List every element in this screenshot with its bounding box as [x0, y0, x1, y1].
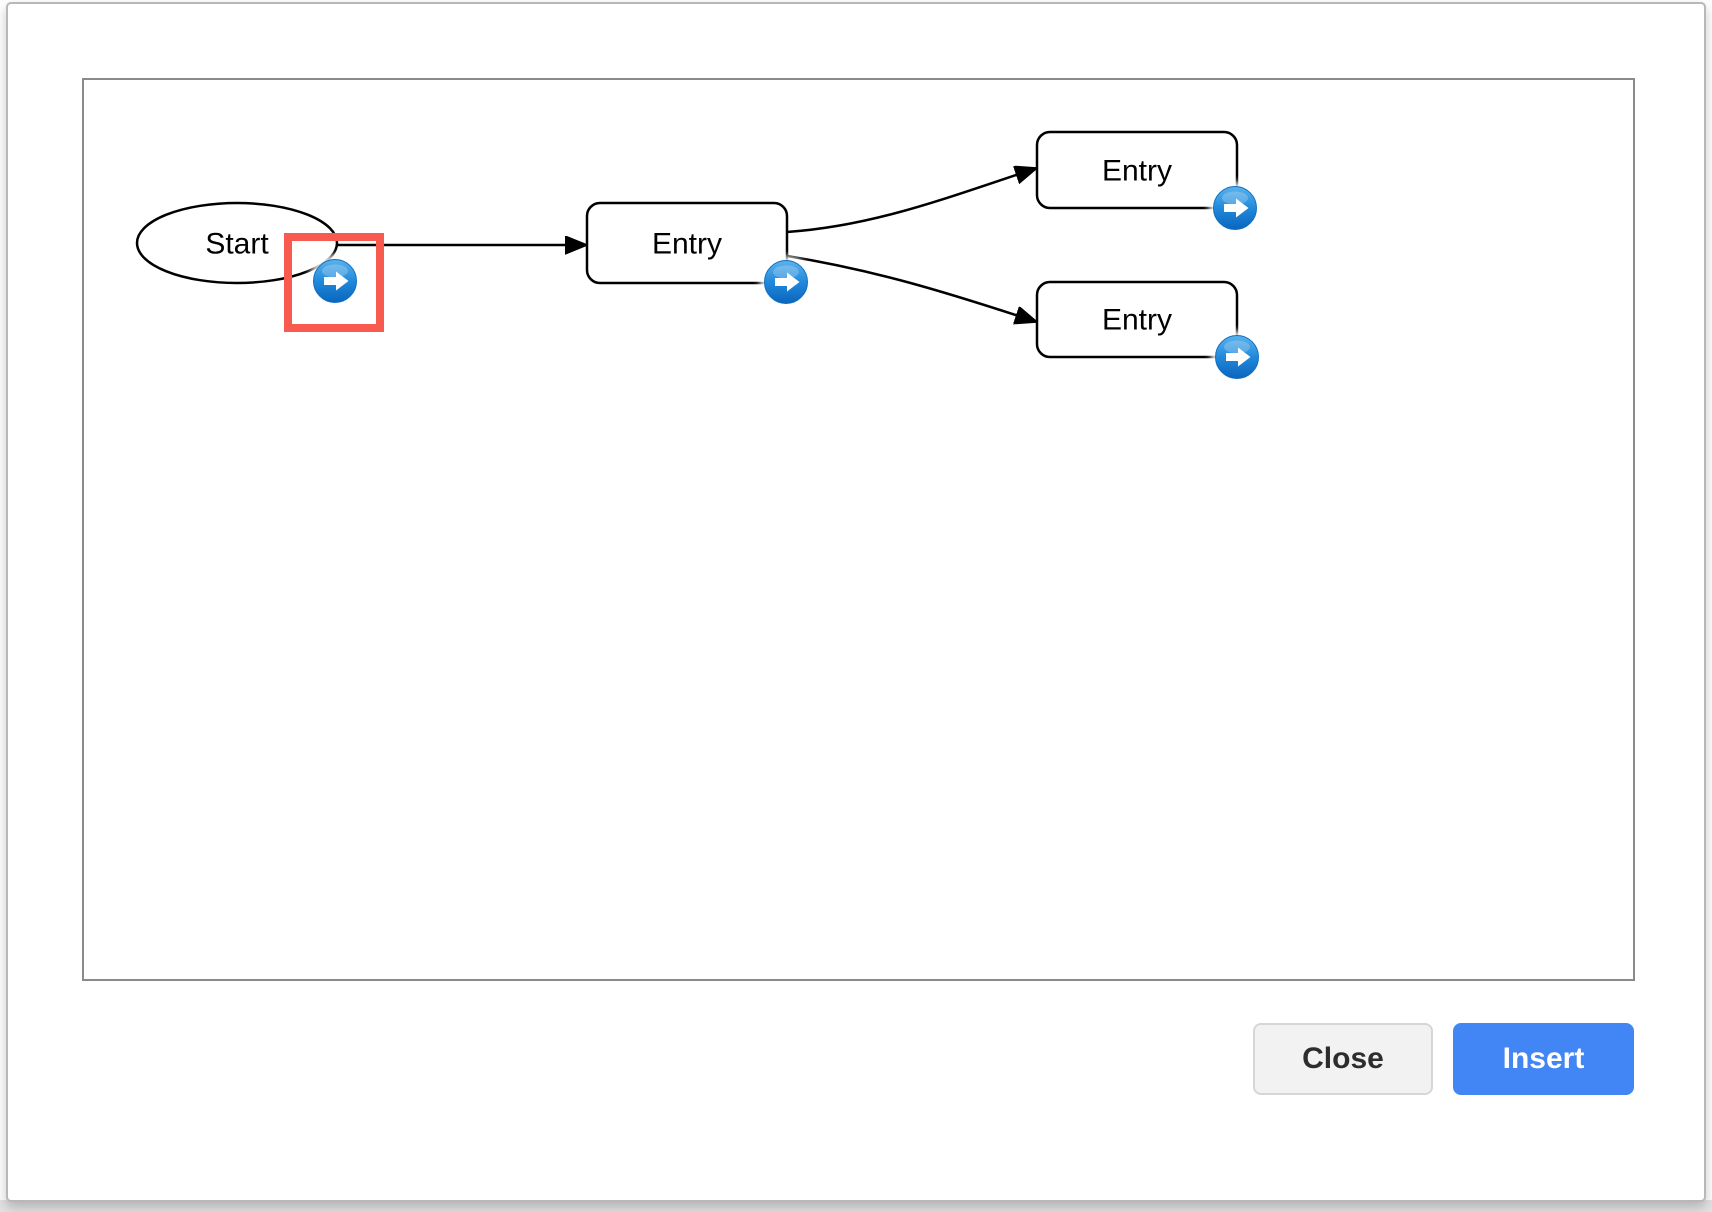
insert-button[interactable]: Insert: [1453, 1023, 1634, 1095]
diagram-svg: Start Entry Entry Entry: [135, 130, 1263, 383]
connector-entry1-to-entry3: [786, 254, 1037, 322]
dialog-window: Start Entry Entry Entry: [6, 2, 1706, 1202]
node-entry1-label: Entry: [652, 228, 722, 261]
diagram-preview-canvas: Start Entry Entry Entry: [82, 78, 1635, 981]
node-start: Start: [135, 201, 339, 285]
page-background-strip: [0, 1200, 1712, 1212]
close-button[interactable]: Close: [1253, 1023, 1433, 1095]
node-entry-2: Entry: [1035, 130, 1239, 210]
direction-arrow-button-entry2[interactable]: [1209, 182, 1261, 234]
entry1-rect: [585, 201, 789, 285]
entry3-rect: [1035, 280, 1239, 359]
direction-arrow-button-entry3[interactable]: [1211, 331, 1263, 383]
direction-arrow-button-entry1[interactable]: [760, 256, 812, 308]
connector-entry1-to-entry2: [786, 168, 1037, 234]
node-entry-1: Entry: [585, 201, 789, 285]
entry2-rect: [1035, 130, 1239, 210]
direction-arrow-button-start[interactable]: [309, 255, 361, 307]
node-entry3-label: Entry: [1102, 304, 1172, 337]
node-entry2-label: Entry: [1102, 155, 1172, 188]
node-entry-3: Entry: [1035, 280, 1239, 359]
click-target-highlight: [284, 233, 384, 332]
node-start-label: Start: [205, 228, 269, 261]
